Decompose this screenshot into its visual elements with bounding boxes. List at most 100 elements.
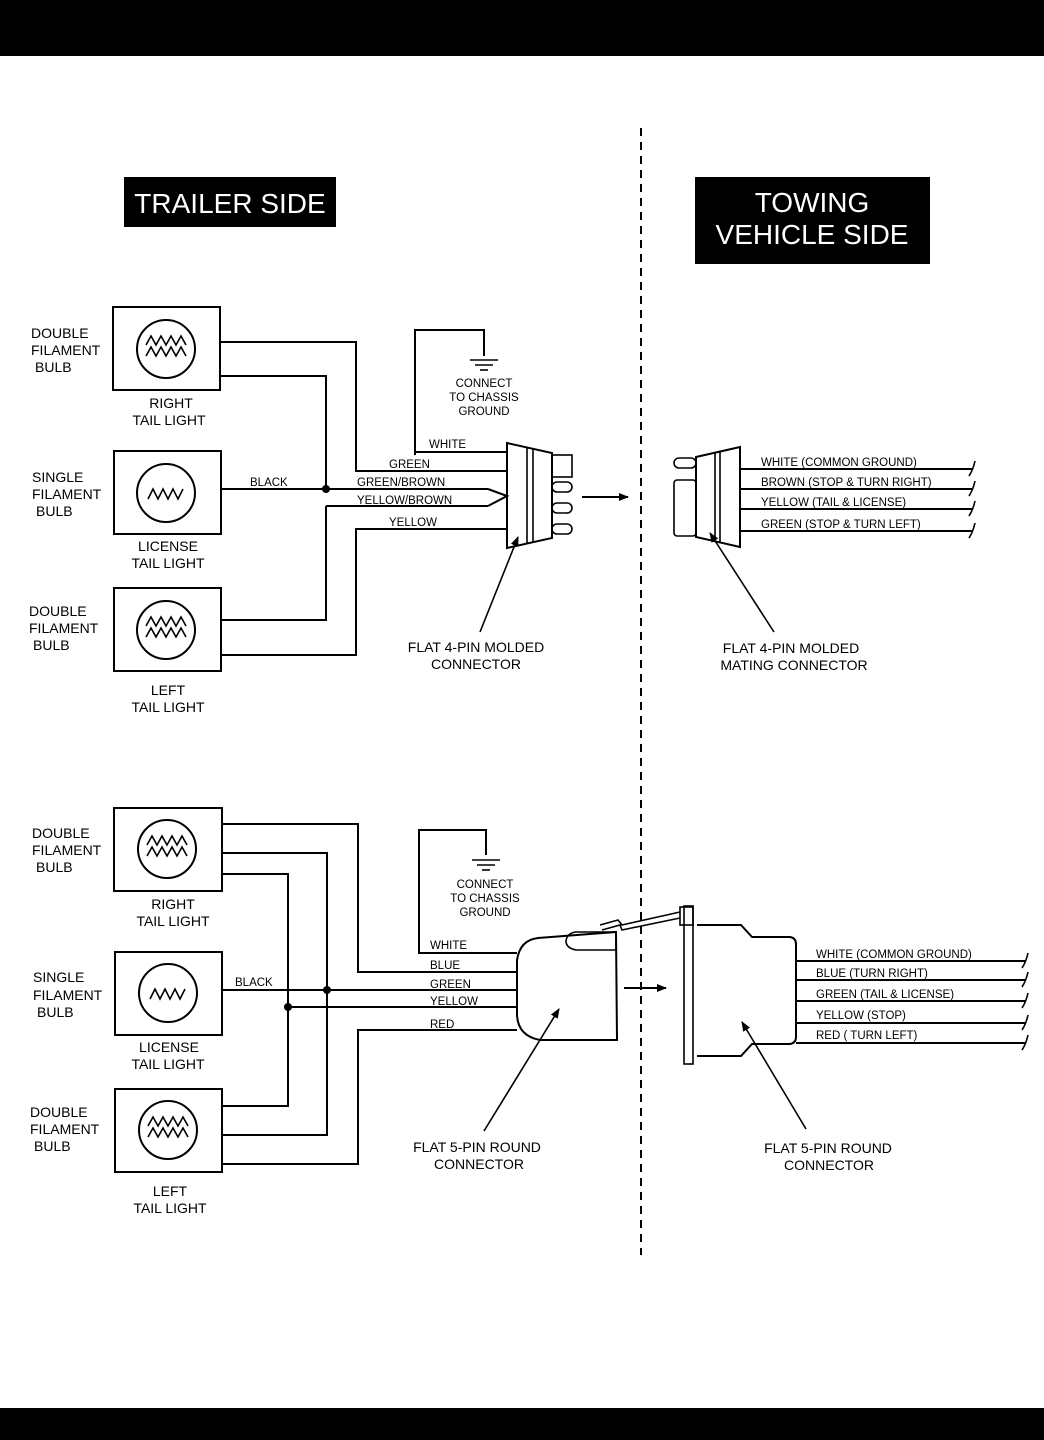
vehicle-wires-5pin — [796, 952, 1029, 1051]
svg-text:GROUND: GROUND — [458, 406, 509, 418]
svg-text:BULB: BULB — [37, 1004, 74, 1020]
svg-text:GREEN (STOP & TURN LEFT): GREEN (STOP & TURN LEFT) — [761, 519, 921, 531]
svg-text:WHITE (COMMON GROUND): WHITE (COMMON GROUND) — [816, 949, 972, 961]
svg-text:BLUE: BLUE — [430, 960, 460, 972]
trailer-side-label: TRAILER SIDE — [134, 188, 325, 219]
right-tail-light-top — [112, 306, 221, 391]
svg-text:TAIL LIGHT: TAIL LIGHT — [136, 913, 210, 929]
svg-text:FLAT 5-PIN ROUND: FLAT 5-PIN ROUND — [413, 1139, 541, 1155]
svg-text:CONNECTOR: CONNECTOR — [434, 1156, 524, 1172]
svg-text:LEFT: LEFT — [153, 1183, 188, 1199]
vehicle-wire-labels-4pin: WHITE (COMMON GROUND) BROWN (STOP & TURN… — [761, 457, 932, 531]
wire-labels-5pin: WHITE BLUE GREEN YELLOW RED BLACK — [235, 940, 478, 1031]
towing-side-label-line2: VEHICLE SIDE — [716, 219, 909, 250]
flat-4pin-mating-connector — [673, 445, 741, 549]
license-tail-light-top — [113, 450, 222, 535]
svg-text:GREEN/BROWN: GREEN/BROWN — [357, 477, 445, 489]
svg-text:BLUE (TURN RIGHT): BLUE (TURN RIGHT) — [816, 968, 928, 980]
svg-text:BULB: BULB — [36, 859, 73, 875]
svg-text:CONNECTOR: CONNECTOR — [431, 656, 521, 672]
svg-text:DOUBLE: DOUBLE — [32, 825, 90, 841]
left-tail-light-top — [113, 587, 222, 672]
license-tail-light-bottom — [114, 951, 223, 1036]
svg-text:RED ( TURN LEFT): RED ( TURN LEFT) — [816, 1030, 918, 1042]
svg-text:YELLOW: YELLOW — [430, 996, 478, 1008]
vehicle-wires-4pin — [740, 460, 976, 539]
svg-text:SINGLE: SINGLE — [33, 969, 84, 985]
single-filament-bulb-icon — [138, 963, 198, 1023]
svg-text:YELLOW: YELLOW — [389, 517, 437, 529]
svg-text:BROWN (STOP & TURN RIGHT): BROWN (STOP & TURN RIGHT) — [761, 477, 932, 489]
svg-text:TO CHASSIS: TO CHASSIS — [449, 392, 519, 404]
svg-text:FILAMENT: FILAMENT — [30, 1121, 100, 1137]
pointer-arrow — [483, 1008, 560, 1132]
connector-label-4pin-trailer: FLAT 4-PIN MOLDED CONNECTOR — [408, 639, 544, 672]
svg-text:YELLOW (TAIL & LICENSE): YELLOW (TAIL & LICENSE) — [761, 497, 906, 509]
double-filament-bulb-icon — [137, 819, 197, 879]
svg-text:TAIL LIGHT: TAIL LIGHT — [133, 1200, 207, 1216]
right-tail-light-bottom — [113, 807, 223, 892]
towing-vehicle-side-header: TOWING VEHICLE SIDE — [695, 177, 930, 264]
flat-5pin-round-connector-trailer — [516, 911, 681, 1041]
double-filament-bulb-icon — [136, 319, 196, 379]
ground-label-top: CONNECT TO CHASSIS GROUND — [449, 378, 519, 418]
svg-text:BLACK: BLACK — [235, 977, 273, 989]
svg-text:LICENSE: LICENSE — [139, 1039, 199, 1055]
svg-text:YELLOW/BROWN: YELLOW/BROWN — [357, 495, 452, 507]
flat-5pin-round-connector-vehicle — [679, 905, 797, 1065]
svg-text:RED: RED — [430, 1019, 454, 1031]
svg-text:GREEN: GREEN — [389, 459, 430, 471]
svg-text:FILAMENT: FILAMENT — [29, 620, 99, 636]
svg-text:LICENSE: LICENSE — [138, 538, 198, 554]
svg-text:FILAMENT: FILAMENT — [33, 987, 103, 1003]
flat-4pin-molded-connector — [506, 441, 573, 550]
svg-text:FILAMENT: FILAMENT — [32, 842, 102, 858]
svg-text:GREEN (TAIL & LICENSE): GREEN (TAIL & LICENSE) — [816, 989, 954, 1001]
svg-text:FLAT 5-PIN ROUND: FLAT 5-PIN ROUND — [764, 1140, 892, 1156]
svg-text:CONNECT: CONNECT — [457, 879, 514, 891]
svg-text:MATING CONNECTOR: MATING CONNECTOR — [720, 657, 867, 673]
svg-text:YELLOW (STOP): YELLOW (STOP) — [816, 1010, 906, 1022]
light-name-labels-bottom: RIGHT TAIL LIGHT LICENSE TAIL LIGHT LEFT… — [131, 896, 210, 1216]
svg-text:WHITE (COMMON GROUND): WHITE (COMMON GROUND) — [761, 457, 917, 469]
pointer-arrow — [741, 1021, 807, 1130]
double-filament-bulb-icon — [136, 600, 196, 660]
svg-text:TAIL LIGHT: TAIL LIGHT — [131, 1056, 205, 1072]
towing-side-label-line1: TOWING — [755, 187, 870, 218]
bulb-type-labels-bottom: DOUBLE FILAMENT BULB SINGLE FILAMENT BUL… — [30, 825, 103, 1154]
connector-label-4pin-vehicle: FLAT 4-PIN MOLDED MATING CONNECTOR — [720, 640, 867, 673]
svg-text:DOUBLE: DOUBLE — [29, 603, 87, 619]
connector-label-5pin-trailer: FLAT 5-PIN ROUND CONNECTOR — [413, 1139, 541, 1172]
svg-text:TO CHASSIS: TO CHASSIS — [450, 893, 520, 905]
svg-text:CONNECT: CONNECT — [456, 378, 513, 390]
trailer-side-header: TRAILER SIDE — [124, 177, 336, 227]
wire-break-icon — [968, 460, 976, 539]
svg-text:SINGLE: SINGLE — [32, 469, 83, 485]
svg-text:DOUBLE: DOUBLE — [31, 325, 89, 341]
pointer-arrow — [709, 532, 775, 633]
svg-text:BULB: BULB — [34, 1138, 71, 1154]
svg-text:LEFT: LEFT — [151, 682, 186, 698]
svg-text:RIGHT: RIGHT — [149, 395, 193, 411]
trailer-wires-5pin — [222, 823, 517, 1165]
svg-text:FILAMENT: FILAMENT — [32, 486, 102, 502]
trailer-wires-4pin — [220, 329, 510, 656]
top-black-bar — [0, 0, 1044, 56]
ground-label-bottom: CONNECT TO CHASSIS GROUND — [450, 879, 520, 919]
connector-label-5pin-vehicle: FLAT 5-PIN ROUND CONNECTOR — [764, 1140, 892, 1173]
bulb-type-labels-top: DOUBLE FILAMENT BULB SINGLE FILAMENT BUL… — [29, 325, 102, 653]
wire-break-icon — [1021, 952, 1029, 1051]
svg-text:RIGHT: RIGHT — [151, 896, 195, 912]
svg-text:WHITE: WHITE — [429, 439, 466, 451]
svg-text:GREEN: GREEN — [430, 979, 471, 991]
svg-text:FLAT 4-PIN MOLDED: FLAT 4-PIN MOLDED — [723, 640, 859, 656]
svg-text:BULB: BULB — [35, 359, 72, 375]
light-name-labels-top: RIGHT TAIL LIGHT LICENSE TAIL LIGHT LEFT… — [131, 395, 206, 715]
svg-text:TAIL LIGHT: TAIL LIGHT — [131, 699, 205, 715]
double-filament-bulb-icon — [138, 1100, 198, 1160]
svg-text:TAIL LIGHT: TAIL LIGHT — [132, 412, 206, 428]
svg-text:FLAT 4-PIN MOLDED: FLAT 4-PIN MOLDED — [408, 639, 544, 655]
left-tail-light-bottom — [114, 1088, 223, 1173]
ground-icon — [471, 859, 501, 871]
